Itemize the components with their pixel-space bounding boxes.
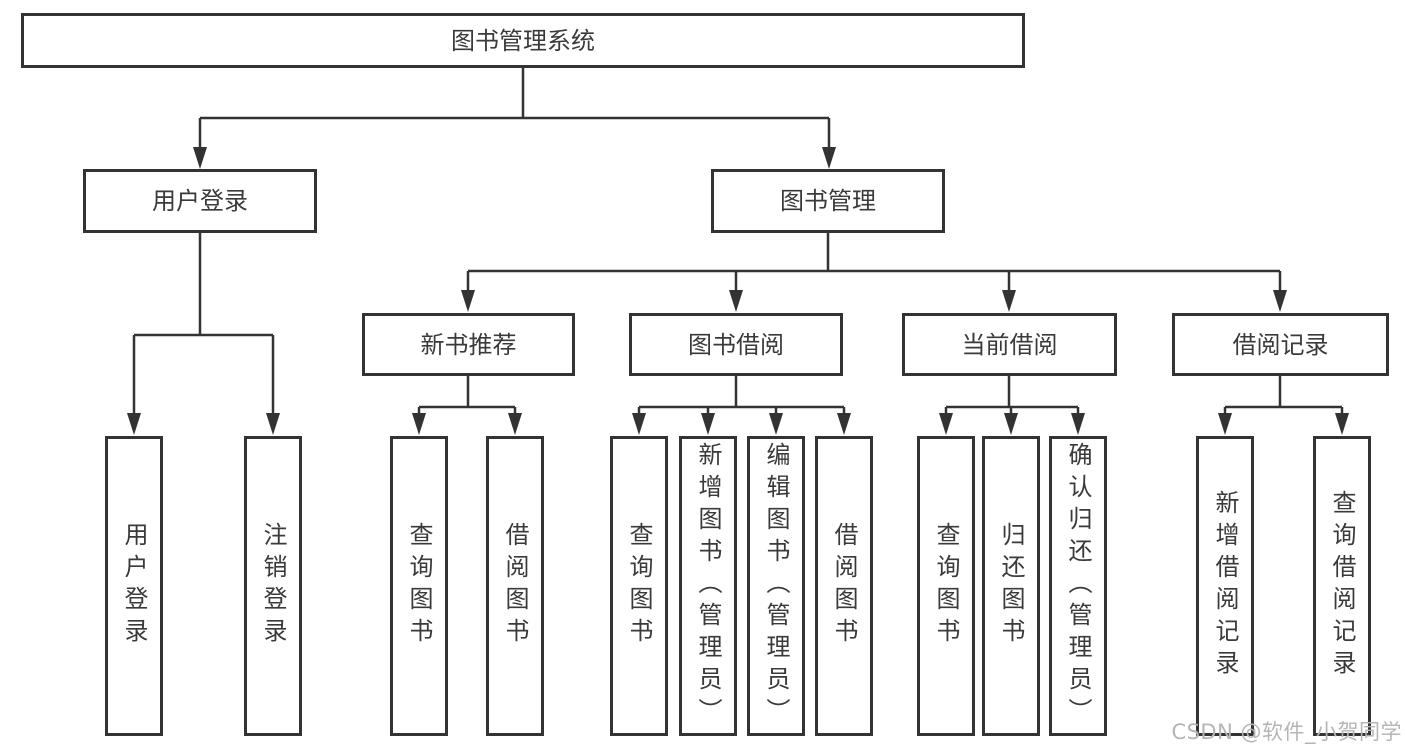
node-book-borrowing: 图书借阅 <box>629 313 843 376</box>
arrow-down-icon <box>822 147 836 169</box>
leaf-borrow-books-1: 借阅图书 <box>486 436 544 736</box>
leaf-edit-books-admin: 编辑图书（管理员） <box>747 436 805 736</box>
edge-book-mgmt-split <box>466 233 1282 293</box>
leaf-add-borrow-record: 新增借阅记录 <box>1196 436 1254 736</box>
arrow-down-icon <box>412 413 426 435</box>
edge-book-borrow-split <box>637 376 846 416</box>
edge-root-split <box>198 68 831 150</box>
node-book-management-module: 图书管理 <box>711 169 945 233</box>
leaf-logout: 注销登录 <box>244 436 302 736</box>
arrow-down-icon <box>837 413 851 435</box>
arrow-down-icon <box>701 413 715 435</box>
leaf-query-books-3: 查询图书 <box>917 436 975 736</box>
arrow-down-icon <box>127 413 141 435</box>
arrow-down-icon <box>266 413 280 435</box>
arrow-down-icon <box>461 290 475 312</box>
arrow-down-icon <box>1004 413 1018 435</box>
arrow-down-icon <box>769 413 783 435</box>
node-borrowing-records: 借阅记录 <box>1172 313 1389 376</box>
arrow-down-icon <box>1273 290 1287 312</box>
node-user-login-module: 用户登录 <box>83 169 317 233</box>
arrow-down-icon <box>632 413 646 435</box>
leaf-add-books-admin: 新增图书（管理员） <box>679 436 737 736</box>
leaf-confirm-return-admin: 确认归还（管理员） <box>1049 436 1107 736</box>
node-root-system: 图书管理系统 <box>21 13 1025 68</box>
node-current-borrowing: 当前借阅 <box>902 313 1117 376</box>
leaf-query-borrow-record: 查询借阅记录 <box>1313 436 1371 736</box>
leaf-borrow-books-2: 借阅图书 <box>815 436 873 736</box>
csdn-watermark: CSDN @软件_小贺同学 <box>1171 720 1402 744</box>
edge-user-login-split <box>132 233 275 416</box>
arrow-down-icon <box>508 413 522 435</box>
leaf-query-books-2: 查询图书 <box>610 436 668 736</box>
edge-new-book-split <box>417 376 517 416</box>
arrow-down-icon <box>1002 290 1016 312</box>
arrow-down-icon <box>1335 413 1349 435</box>
arrow-down-icon <box>1218 413 1232 435</box>
arrow-down-icon <box>729 290 743 312</box>
leaf-return-books: 归还图书 <box>982 436 1040 736</box>
edge-current-borrow-split <box>944 376 1080 416</box>
arrow-down-icon <box>193 147 207 169</box>
arrow-down-icon <box>939 413 953 435</box>
node-new-book-recommend: 新书推荐 <box>362 313 575 376</box>
arrow-down-icon <box>1071 413 1085 435</box>
leaf-query-books-1: 查询图书 <box>390 436 448 736</box>
edge-borrow-records-split <box>1223 376 1344 416</box>
leaf-user-login: 用户登录 <box>105 436 163 736</box>
